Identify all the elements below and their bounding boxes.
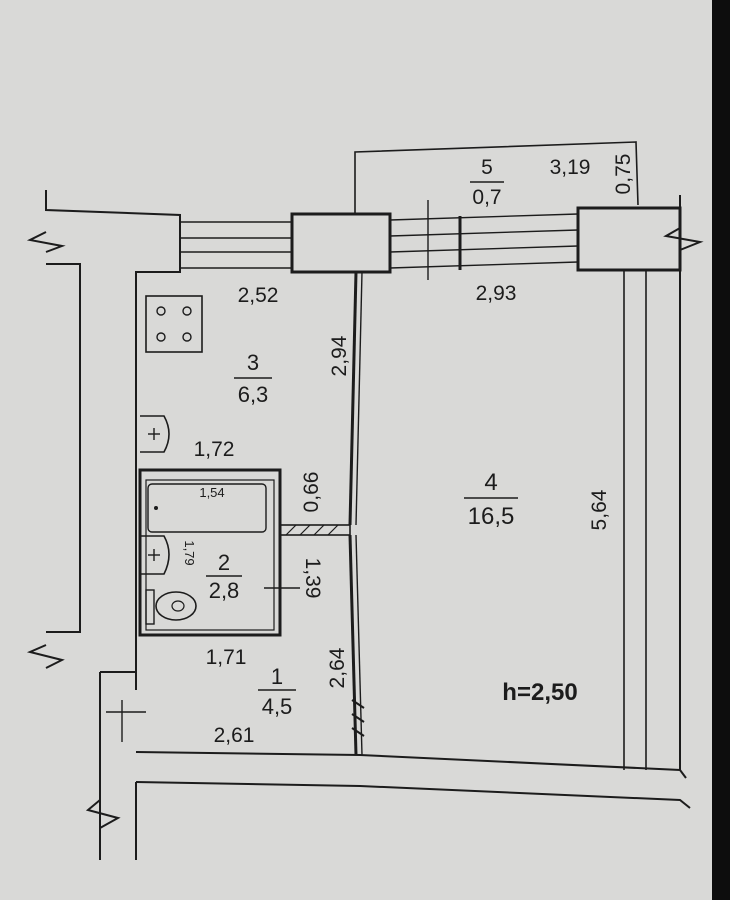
window-kitchen [180,221,292,269]
exterior-wall-right [623,270,681,770]
window-room [389,200,579,280]
room-2-number: 2 [218,550,230,575]
dim-bath-depth: 1,79 [182,540,197,565]
dim-hall-top: 1,71 [206,646,247,669]
dim-bath-gap: 0,66 [300,472,323,513]
dim-room-length: 5,64 [588,489,611,530]
room-1-number: 1 [271,664,283,689]
partition-walls [279,271,365,756]
room-5-area: 0,7 [472,186,501,209]
room-5-number: 5 [481,156,493,179]
ceiling-height-label: h=2,50 [502,679,577,706]
dim-bath-width: 1,54 [199,485,224,500]
dim-kitchen-depth: 1,72 [194,438,235,461]
exterior-wall-top [26,190,704,690]
dim-hall-width: 2,61 [214,724,255,747]
stove-icon [145,295,203,353]
dim-kitchen-width: 2,52 [238,284,279,307]
dim-bath-length: 1,39 [301,558,324,599]
dim-balcony-depth: 0,75 [612,154,635,195]
room-3-area: 6,3 [238,382,269,407]
dim-room-width: 2,93 [476,282,517,305]
room-1-area: 4,5 [262,694,293,719]
room-4-area: 16,5 [468,503,515,530]
sink-icon [140,415,170,453]
room-2-area: 2,8 [209,578,240,603]
balcony-outline [354,141,639,215]
bathroom-walls [138,468,282,637]
bath-sink-icon [140,535,170,575]
room-4-number: 4 [484,469,497,496]
room-3-number: 3 [247,350,259,375]
dim-kitchen-length: 2,94 [328,335,351,376]
dim-balcony-width: 3,19 [550,156,591,179]
toilet-icon [145,589,197,625]
dim-hall-length: 2,64 [326,647,349,688]
exterior-wall-bottom [85,671,691,860]
